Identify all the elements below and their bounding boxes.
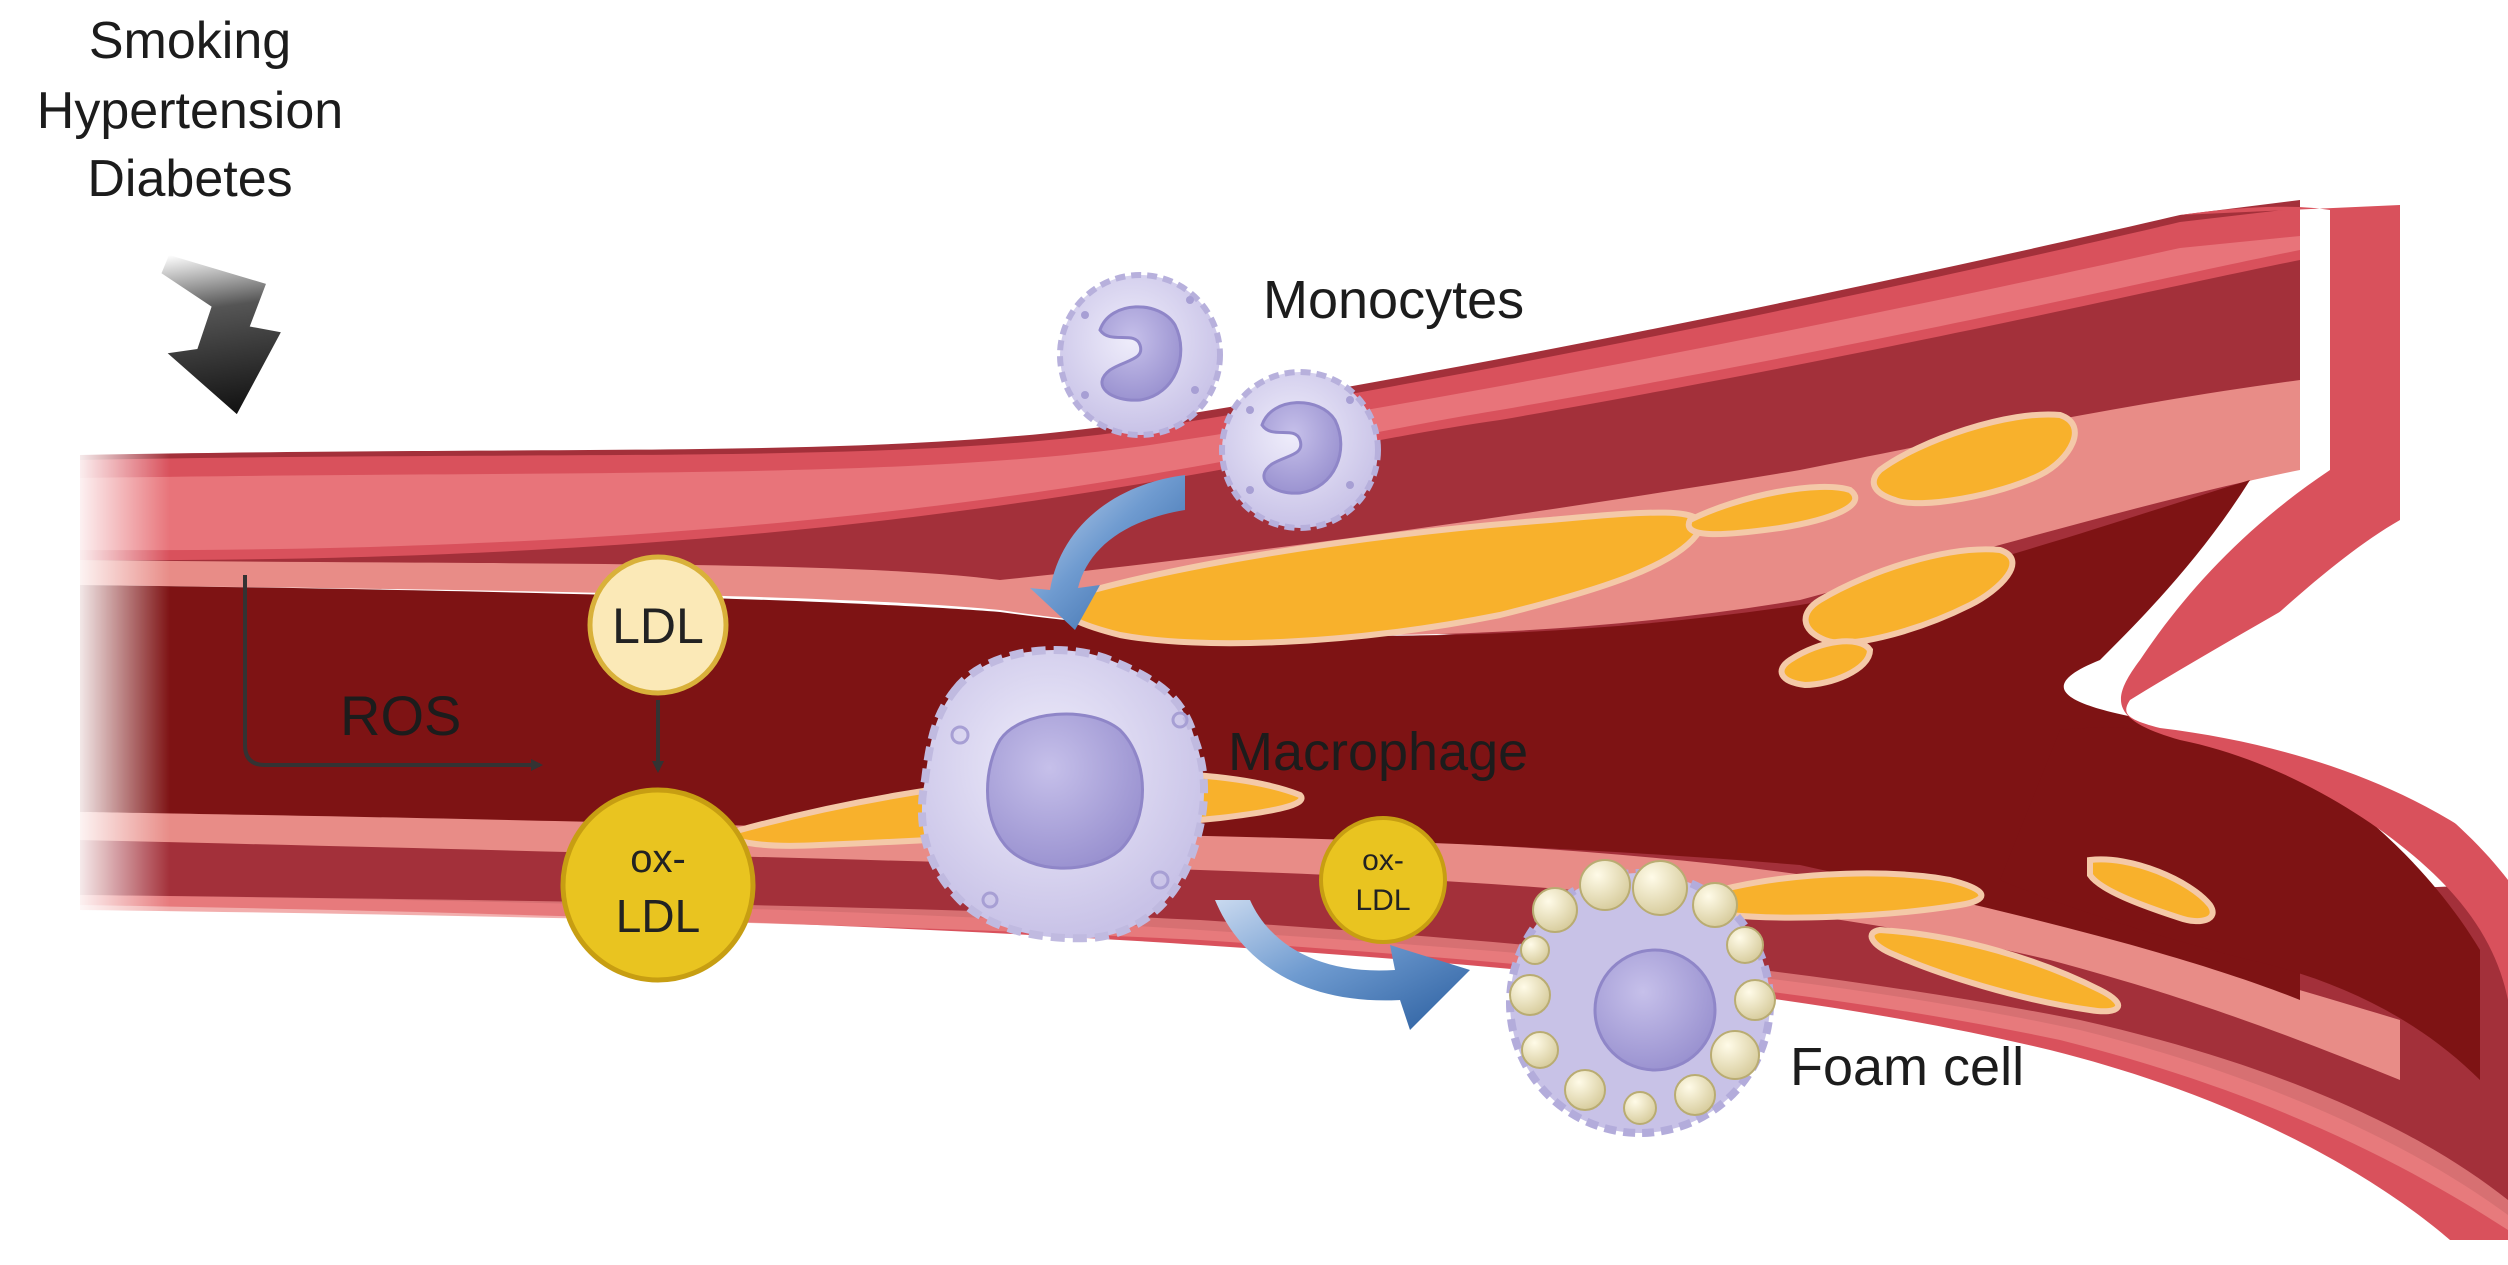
ros-label: ROS [340, 684, 461, 747]
ox-ldl-particle-small: ox- LDL [1319, 816, 1447, 944]
monocyte-migration-arrow [1030, 475, 1185, 630]
macrophage-to-foam-arrow [1215, 900, 1470, 1030]
macrophage-cell [918, 646, 1209, 943]
risk-arrow-icon [161, 255, 281, 415]
ox-ldl-small-label-line2: LDL [1355, 884, 1410, 917]
ox-ldl-particle-large: ox- LDL [560, 787, 756, 983]
risk-factors-list: Smoking Hypertension Diabetes [37, 12, 343, 208]
ldl-label: LDL [612, 598, 704, 654]
vessel-fade-left [80, 440, 170, 920]
monocyte-cell [1057, 272, 1223, 438]
ros-connector-arrow [243, 575, 543, 771]
risk-factor-hypertension: Hypertension [37, 82, 343, 140]
macrophage-label: Macrophage [1228, 722, 1528, 782]
foam-cell [1506, 859, 1776, 1137]
bifurcation-gap [2126, 470, 2508, 860]
ox-ldl-small-label-line1: ox- [1362, 844, 1404, 877]
ox-ldl-large-label-line2: LDL [616, 890, 700, 942]
vessel-wall-right [2120, 205, 2508, 1000]
monocytes-label: Monocytes [1263, 270, 1524, 330]
risk-factor-smoking: Smoking [89, 12, 291, 70]
foam-cell-label: Foam cell [1790, 1037, 2024, 1097]
ldl-particle: LDL [587, 554, 729, 696]
monocyte-cell [1219, 369, 1381, 531]
risk-factor-diabetes: Diabetes [87, 150, 292, 208]
ox-ldl-large-label-line1: ox- [630, 837, 686, 881]
